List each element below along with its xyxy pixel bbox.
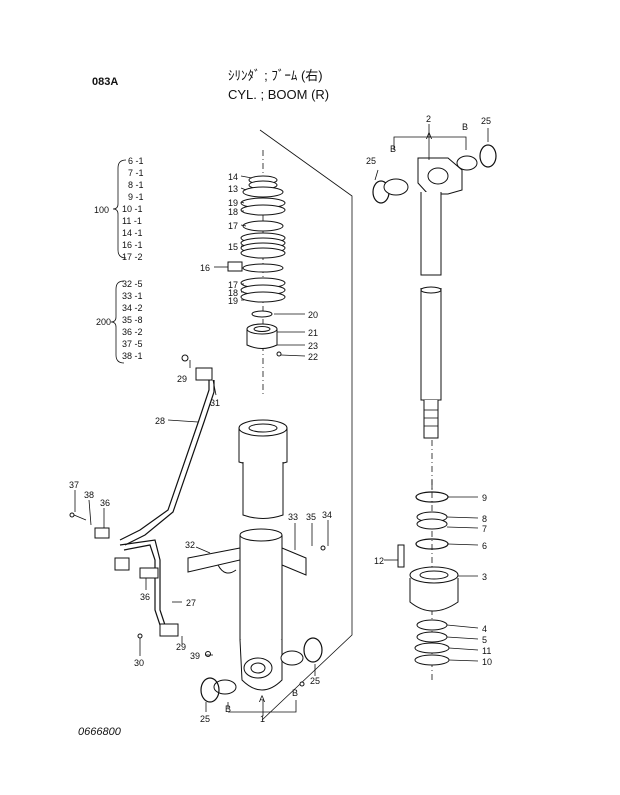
callout-21: 21: [308, 328, 318, 338]
title-english: CYL. ; BOOM (R): [228, 87, 330, 102]
callout-2: 2: [426, 114, 431, 124]
kit-group-200-item: 35 -8: [122, 315, 143, 325]
callout-8: 8: [482, 514, 487, 524]
callout-38: 38: [84, 490, 94, 500]
callout-15: 15: [228, 242, 238, 252]
callout-14: 14: [228, 172, 238, 182]
callout-27: 27: [186, 598, 196, 608]
callout-36: 36: [100, 498, 110, 508]
callout-25: 25: [481, 116, 491, 126]
kit-group-100-number: 100: [94, 205, 109, 215]
callout-1: 1: [260, 714, 265, 724]
callout-labels: 14 13 19 18 17 15 16 17 18 19 20 21 23 2…: [69, 114, 492, 724]
kit-group-200-item: 38 -1: [122, 351, 143, 361]
callout-13: 13: [228, 184, 238, 194]
callout-5: 5: [482, 635, 487, 645]
callout-34: 34: [322, 510, 332, 520]
kit-group-100-item: 8 -1: [128, 180, 144, 190]
callout-25: 25: [200, 714, 210, 724]
piston-seal-stack: [227, 175, 286, 357]
kit-group-200-item: 32 -5: [122, 279, 143, 289]
hydraulic-pipes: [69, 354, 215, 657]
callout-35: 35: [306, 512, 316, 522]
callout-rod-end-b: B: [462, 122, 468, 132]
kit-group-100-item: 9 -1: [128, 192, 144, 202]
callout-tube-end-b: B: [225, 704, 231, 714]
kit-group-200-item: 37 -5: [122, 339, 143, 349]
callout-22: 22: [308, 352, 318, 362]
callout-12: 12: [374, 556, 384, 566]
callout-19: 19: [228, 296, 238, 306]
kit-group-100: 100 6 -1 7 -1 8 -1 9 -1 10 -1 11 -1 14 -…: [94, 156, 144, 262]
kit-group-100-item: 6 -1: [128, 156, 144, 166]
pipe-clamp: [187, 545, 326, 576]
leader-lines: [74, 124, 489, 716]
callout-rod-end-a: A: [426, 131, 432, 141]
kit-group-200-item: 33 -1: [122, 291, 143, 301]
callout-29: 29: [177, 374, 187, 384]
callout-23: 23: [308, 341, 318, 351]
kit-group-100-item: 7 -1: [128, 168, 144, 178]
callout-32: 32: [185, 540, 195, 550]
cylinder-head-parts: [397, 491, 459, 666]
callout-9: 9: [482, 493, 487, 503]
callout-6: 6: [482, 541, 487, 551]
callout-7: 7: [482, 524, 487, 534]
callout-16: 16: [200, 263, 210, 273]
callout-30: 30: [134, 658, 144, 668]
callout-3: 3: [482, 572, 487, 582]
callout-31: 31: [210, 398, 220, 408]
piston-rod: [372, 144, 497, 439]
title-japanese: ｼﾘﾝﾀﾞ ; ﾌﾞｰﾑ (右): [228, 68, 323, 83]
callout-29: 29: [176, 642, 186, 652]
callout-rod-end-b: B: [390, 144, 396, 154]
kit-group-200-item: 36 -2: [122, 327, 143, 337]
page-code: 083A: [92, 76, 119, 88]
callout-37: 37: [69, 480, 79, 490]
callout-25: 25: [310, 676, 320, 686]
callout-tube-end-b: B: [292, 688, 298, 698]
cylinder-tube: [200, 419, 323, 703]
kit-group-100-item: 10 -1: [122, 204, 143, 214]
kit-group-100-item: 14 -1: [122, 228, 143, 238]
callout-19: 19: [228, 198, 238, 208]
callout-39: 39: [190, 651, 200, 661]
kit-group-200-number: 200: [96, 317, 111, 327]
callout-18: 18: [228, 288, 238, 298]
drawing-number: 0666800: [78, 726, 121, 738]
callout-20: 20: [308, 310, 318, 320]
callout-tube-end-a: A: [259, 694, 265, 704]
callout-11: 11: [482, 646, 491, 656]
callout-33: 33: [288, 512, 298, 522]
kit-group-100-item: 16 -1: [122, 240, 143, 250]
callout-4: 4: [482, 624, 487, 634]
callout-25: 25: [366, 156, 376, 166]
callout-28: 28: [155, 416, 165, 426]
callout-18: 18: [228, 207, 238, 217]
callout-17: 17: [228, 280, 238, 290]
kit-group-200: 200 32 -5 33 -1 34 -2 35 -8 36 -2 37 -5 …: [96, 279, 143, 364]
kit-group-200-item: 34 -2: [122, 303, 143, 313]
callout-36: 36: [140, 592, 150, 602]
kit-group-100-item: 11 -1: [122, 216, 142, 226]
kit-group-100-item: 17 -2: [122, 252, 143, 262]
callout-17: 17: [228, 221, 238, 231]
callout-10: 10: [482, 657, 492, 667]
